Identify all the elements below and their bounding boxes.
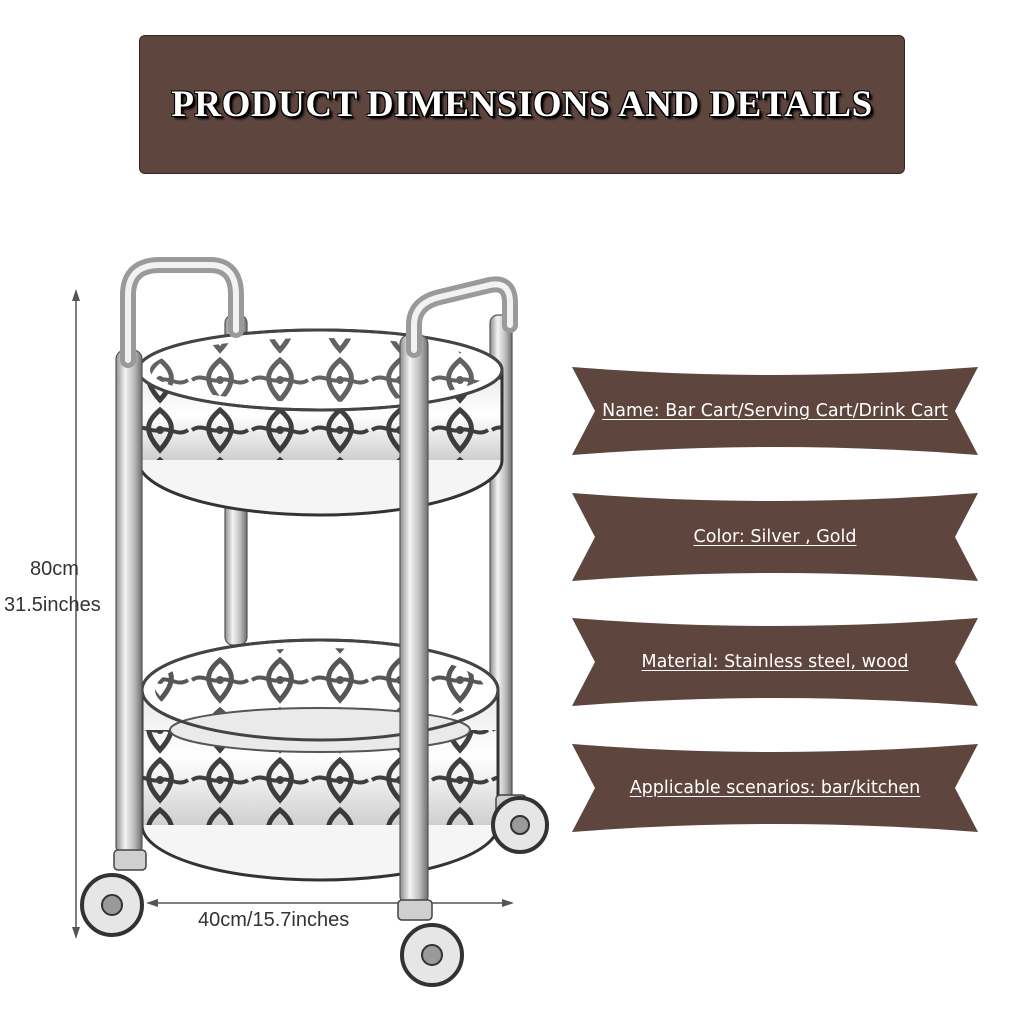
detail-banner-scenarios: Applicable scenarios: bar/kitchen <box>570 742 980 834</box>
top-tier-tray <box>136 328 504 517</box>
detail-banner-name: Name: Bar Cart/Serving Cart/Drink Cart <box>570 365 980 457</box>
width-dimension-line <box>146 899 514 907</box>
height-cm-label: 80cm <box>30 558 79 580</box>
detail-label: Name: Bar Cart/Serving Cart/Drink Cart <box>602 401 948 421</box>
header-banner: PRODUCT DIMENSIONS AND DETAILS <box>139 35 905 174</box>
page-title: PRODUCT DIMENSIONS AND DETAILS <box>171 84 873 125</box>
bar-cart-illustration <box>72 257 549 987</box>
detail-label: Applicable scenarios: bar/kitchen <box>629 778 921 798</box>
caster-wheel <box>397 899 464 987</box>
detail-banner-color: Color: Silver , Gold <box>570 491 980 583</box>
width-label: 40cm/15.7inches <box>198 909 350 931</box>
height-inches-label: 31.5inches <box>4 594 101 616</box>
height-dimension-line <box>72 289 80 939</box>
caster-wheel <box>80 849 147 937</box>
detail-banner-material: Material: Stainless steel, wood <box>570 616 980 708</box>
bottom-tier-tray <box>140 638 500 882</box>
detail-label: Color: Silver , Gold <box>693 527 857 547</box>
detail-label: Material: Stainless steel, wood <box>641 652 909 672</box>
caster-wheel <box>491 794 549 854</box>
